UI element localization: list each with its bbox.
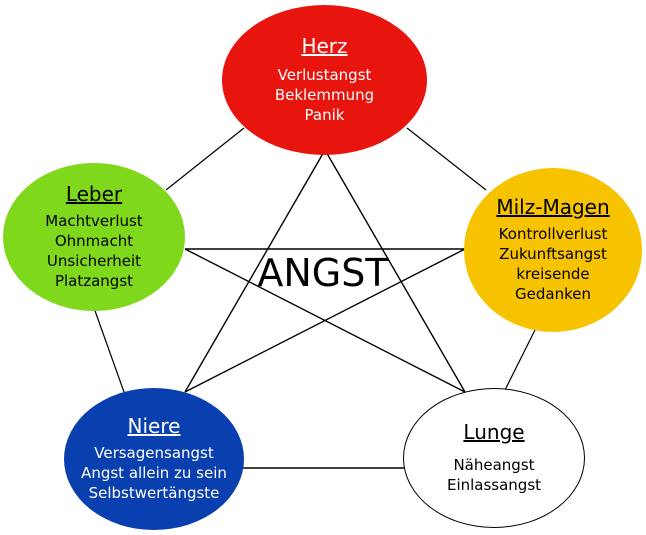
edge-niere-leber <box>93 307 125 393</box>
node-lunge-title: Lunge <box>463 420 525 444</box>
node-lunge-item: Näheangst <box>453 456 535 474</box>
center-label: ANGST <box>257 251 389 295</box>
node-herz-item: Panik <box>304 106 345 124</box>
node-niere-title: Niere <box>127 414 181 438</box>
node-milz-magen-item: Zukunftsangst <box>499 245 607 263</box>
star-herz-lunge <box>324 149 466 393</box>
node-leber-item: Machtverlust <box>45 212 143 230</box>
star-milz-magen-niere <box>184 248 466 393</box>
node-milz-magen: Milz-Magen Kontrollverlust Zukunftsangst… <box>464 168 642 332</box>
edge-leber-herz <box>165 127 245 191</box>
node-niere: Niere Versagensangst Angst allein zu sei… <box>64 388 244 530</box>
node-herz-title: Herz <box>301 34 348 58</box>
node-lunge-item: Einlassangst <box>446 476 542 494</box>
node-leber: Leber Machtverlust Ohnmacht Unsicherheit… <box>3 163 185 311</box>
edge-herz-milz-magen <box>406 127 487 191</box>
node-herz: Herz Verlustangst Beklemmung Panik <box>222 5 427 155</box>
node-milz-magen-item: kreisende <box>516 265 590 283</box>
node-niere-item: Selbstwertängste <box>88 484 220 502</box>
node-lunge: Lunge Näheangst Einlassangst <box>403 388 585 528</box>
node-niere-item: Versagensangst <box>94 444 214 462</box>
node-milz-magen-item: Gedanken <box>515 285 591 303</box>
node-niere-item: Angst allein zu sein <box>81 464 227 482</box>
node-herz-item: Beklemmung <box>274 86 375 104</box>
node-leber-title: Leber <box>65 182 123 206</box>
node-milz-magen-item: Kontrollverlust <box>498 225 608 243</box>
node-leber-item: Unsicherheit <box>46 252 142 270</box>
node-milz-magen-title: Milz-Magen <box>496 195 610 219</box>
node-leber-item: Ohnmacht <box>54 232 134 250</box>
node-herz-item: Verlustangst <box>277 66 372 84</box>
node-leber-item: Platzangst <box>54 272 134 290</box>
star-herz-niere <box>184 149 326 393</box>
